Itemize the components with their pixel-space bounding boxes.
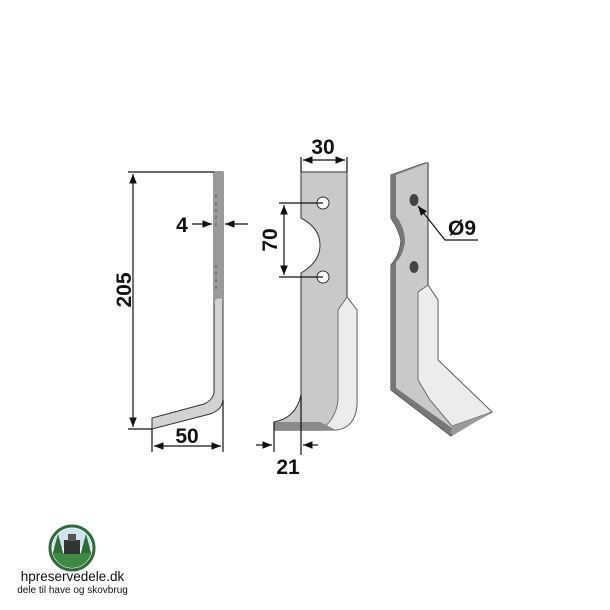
foot-width-label: 50 (175, 425, 198, 448)
front-view: 30 70 21 (256, 136, 358, 479)
offset-label: 21 (276, 456, 300, 479)
width-label: 30 (311, 136, 334, 159)
hole-spacing-label: 70 (259, 228, 282, 251)
brand-tagline: dele til have og skovbrug (17, 585, 128, 596)
side-view: 205 4 50 (113, 171, 248, 452)
mounting-hole-icon (409, 194, 419, 206)
brand-name: hpreservedele.dk (20, 569, 125, 584)
height-label: 205 (113, 272, 136, 307)
thickness-label: 4 (176, 214, 188, 237)
mounting-hole-icon (409, 261, 419, 273)
hole-diameter-label: Ø9 (448, 217, 476, 240)
brand-logo-icon (48, 524, 96, 572)
perspective-view: Ø9 (390, 162, 493, 437)
